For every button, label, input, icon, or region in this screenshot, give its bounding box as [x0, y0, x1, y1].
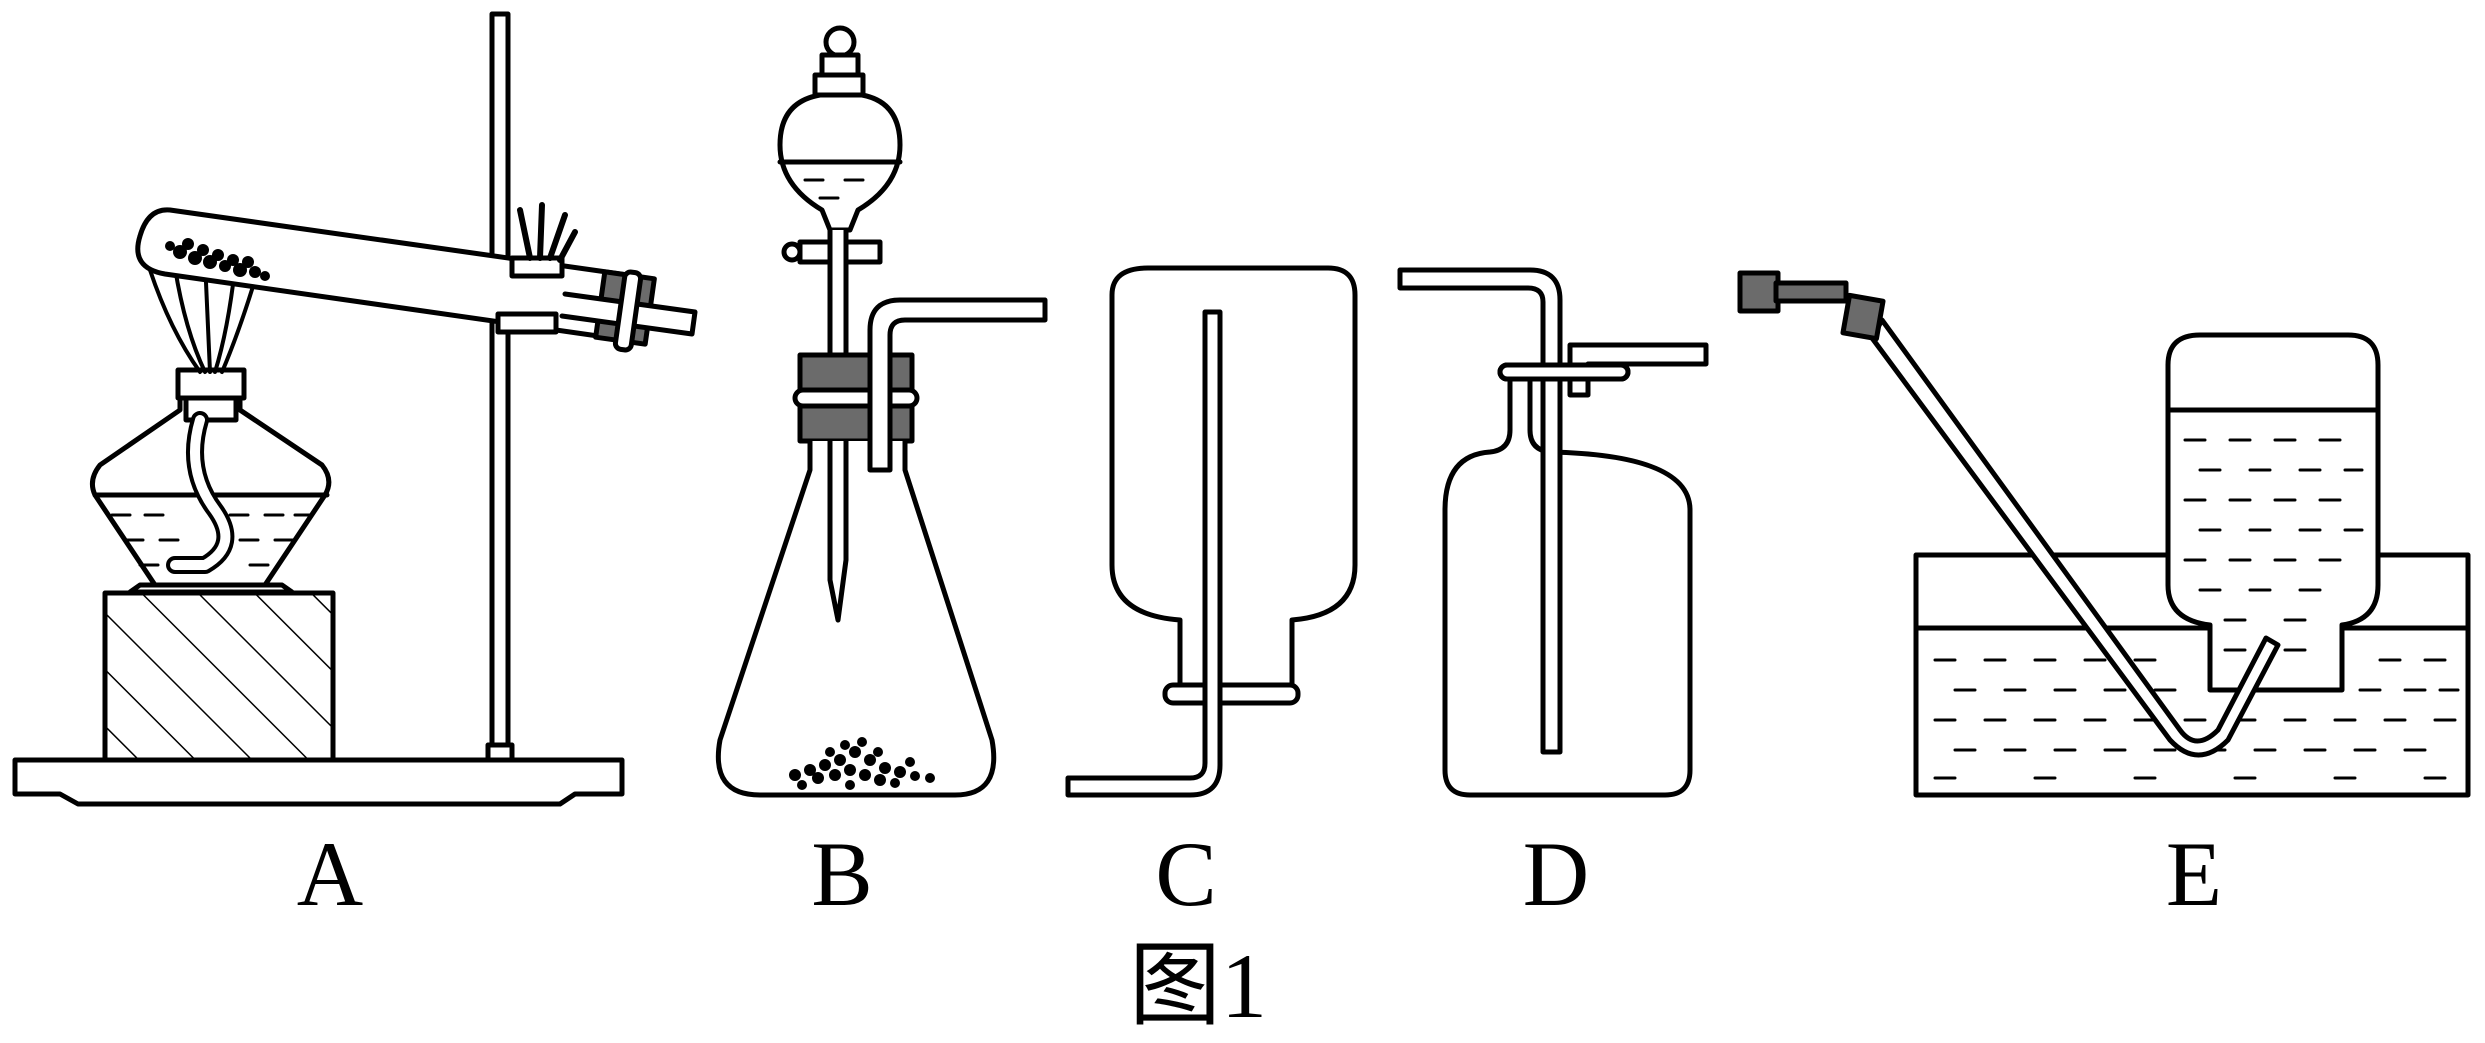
clamp: [509, 255, 565, 279]
wooden-block: [102, 590, 336, 763]
label-a: A: [296, 823, 364, 925]
apparatus-c: [1065, 265, 1358, 798]
flame: [148, 258, 260, 374]
iron-stand-base: [12, 757, 625, 807]
bottle-d-long-tube: [1397, 267, 1563, 755]
label-c: C: [1155, 823, 1217, 925]
conical-flask: [715, 438, 997, 798]
iron-stand-rod: [489, 11, 511, 763]
wash-bottle: [1442, 372, 1693, 798]
apparatus-a: [12, 11, 698, 807]
label-b: B: [811, 823, 873, 925]
apparatus-e: [1737, 270, 2471, 798]
collection-bottle: [2165, 332, 2381, 693]
bottle-c-tube: [1065, 309, 1223, 798]
label-d: D: [1522, 823, 1590, 925]
label-e: E: [2165, 823, 2223, 925]
test-tube: [135, 207, 638, 343]
apparatus-d: [1397, 267, 1709, 798]
inverted-bottle: [1109, 265, 1358, 691]
bottle-d-short-tube: [1567, 342, 1709, 398]
apparatus-b: [715, 25, 1048, 798]
rubber-connector: [1737, 270, 1781, 314]
figure-caption: 图1: [1128, 935, 1267, 1037]
delivery-tube: [1869, 317, 2281, 758]
